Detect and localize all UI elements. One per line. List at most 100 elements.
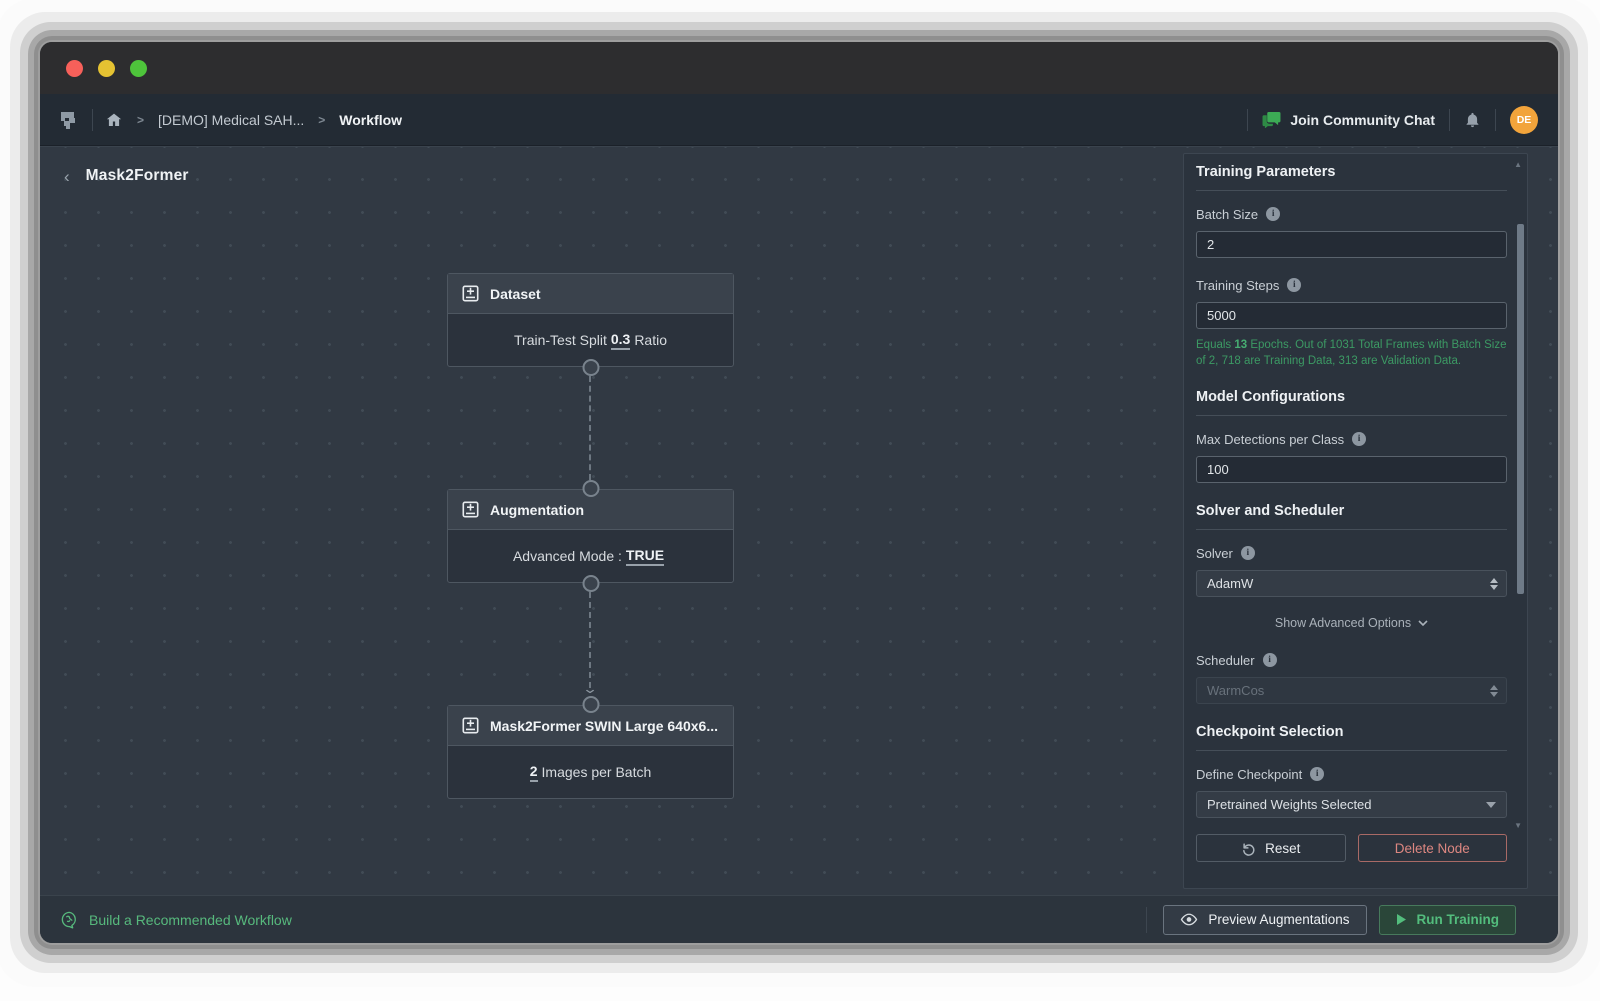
- minimize-window-button[interactable]: [98, 59, 115, 77]
- reset-undo-icon: [1243, 842, 1255, 856]
- node-output-port[interactable]: [582, 575, 599, 592]
- nav-divider: [1247, 108, 1249, 131]
- node-library-add-icon: [462, 717, 479, 734]
- build-recommended-workflow-button[interactable]: Build a Recommended Workflow: [60, 910, 1146, 929]
- preview-augmentations-button[interactable]: Preview Augmentations: [1163, 904, 1367, 935]
- dataset-node-header: Dataset: [448, 274, 733, 314]
- panel-scrollbar[interactable]: [1517, 224, 1524, 594]
- node-output-port[interactable]: [582, 359, 599, 376]
- info-icon[interactable]: i: [1240, 546, 1255, 560]
- nav-divider: [1449, 108, 1450, 131]
- node-input-port[interactable]: [582, 696, 599, 713]
- home-icon[interactable]: [105, 111, 123, 129]
- node-library-add-icon: [462, 285, 479, 302]
- section-heading-solver-scheduler: Solver and Scheduler: [1196, 503, 1345, 519]
- max-detections-label: Max Detections per Class: [1196, 431, 1345, 447]
- batch-size-label: Batch Size: [1196, 206, 1259, 222]
- scroll-down-icon[interactable]: ▼: [1514, 821, 1522, 830]
- play-icon: [1396, 914, 1406, 925]
- solver-selected-value: AdamW: [1207, 576, 1254, 591]
- define-checkpoint-select[interactable]: Pretrained Weights Selected: [1196, 791, 1507, 818]
- edge-augmentation-model: [589, 592, 591, 688]
- training-steps-label: Training Steps: [1196, 277, 1280, 293]
- scroll-up-icon[interactable]: ▲: [1514, 160, 1522, 169]
- solver-select[interactable]: AdamW: [1196, 570, 1507, 597]
- panel-actions-row: Reset Delete Node: [1196, 834, 1507, 862]
- delete-node-label: Delete Node: [1394, 840, 1470, 856]
- section-divider: [1196, 190, 1507, 191]
- scheduler-selected-value: WarmCos: [1207, 683, 1265, 698]
- zoom-window-button[interactable]: [130, 59, 147, 77]
- chevron-down-icon: [1418, 620, 1428, 626]
- solver-label: Solver: [1196, 545, 1233, 561]
- reset-button[interactable]: Reset: [1196, 834, 1346, 862]
- section-divider: [1196, 529, 1507, 530]
- preview-augmentations-label: Preview Augmentations: [1208, 912, 1350, 927]
- augmentation-node[interactable]: Augmentation Advanced Mode : TRUE: [447, 480, 734, 592]
- run-training-button[interactable]: Run Training: [1378, 904, 1516, 935]
- top-navbar: > [DEMO] Medical SAH... > Workflow Join …: [40, 94, 1558, 146]
- solver-label-row: Solver i: [1196, 544, 1507, 562]
- node-title: Dataset: [490, 285, 541, 302]
- show-advanced-label: Show Advanced Options: [1274, 616, 1412, 630]
- breadcrumb-separator: >: [137, 112, 145, 127]
- section-divider: [1196, 750, 1507, 751]
- reset-button-label: Reset: [1265, 840, 1301, 856]
- close-window-button[interactable]: [66, 59, 83, 77]
- info-icon[interactable]: i: [1266, 207, 1281, 221]
- dataset-node[interactable]: Dataset Train-Test Split 0.3 Ratio: [447, 273, 734, 376]
- show-advanced-options-toggle[interactable]: Show Advanced Options: [1196, 615, 1507, 631]
- max-detections-input[interactable]: [1196, 456, 1507, 483]
- section-heading-training-parameters: Training Parameters: [1196, 164, 1336, 180]
- footer-bar: Build a Recommended Workflow Preview Aug…: [40, 895, 1558, 943]
- nav-right: Join Community Chat DE: [1247, 105, 1538, 134]
- training-steps-label-row: Training Steps i: [1196, 276, 1507, 294]
- workflow-title: Mask2Former: [85, 167, 189, 184]
- info-icon[interactable]: i: [1287, 278, 1302, 292]
- info-icon[interactable]: i: [1310, 767, 1325, 781]
- app-window: > [DEMO] Medical SAH... > Workflow Join …: [40, 42, 1558, 943]
- select-updown-icon: [1490, 577, 1498, 590]
- scheduler-select: WarmCos: [1196, 677, 1507, 704]
- caret-down-icon: [1486, 801, 1496, 808]
- select-updown-icon: [1490, 684, 1498, 697]
- info-icon[interactable]: i: [1352, 432, 1367, 446]
- section-divider: [1196, 415, 1507, 416]
- training-parameters-panel: Training Parameters Batch Size i Trainin…: [1183, 153, 1528, 889]
- node-summary-value: 0.3: [610, 331, 631, 350]
- scheduler-label-row: Scheduler i: [1196, 651, 1507, 669]
- section-heading-checkpoint-selection: Checkpoint Selection: [1196, 724, 1344, 740]
- node-input-port[interactable]: [582, 480, 599, 497]
- chat-bubbles-icon: [1262, 111, 1281, 128]
- join-chat-label: Join Community Chat: [1290, 111, 1435, 128]
- breadcrumb-separator: >: [318, 112, 326, 127]
- training-steps-input[interactable]: [1196, 302, 1507, 329]
- brain-icon: [61, 911, 76, 929]
- info-icon[interactable]: i: [1262, 653, 1277, 667]
- node-summary: 2 Images per Batch: [448, 746, 733, 798]
- delete-node-button[interactable]: Delete Node: [1357, 834, 1507, 862]
- join-community-chat-button[interactable]: Join Community Chat: [1262, 111, 1435, 128]
- footer-divider: [1146, 906, 1148, 933]
- node-summary: Train-Test Split 0.3 Ratio: [448, 314, 733, 366]
- node-title: Augmentation: [490, 501, 585, 518]
- run-training-label: Run Training: [1416, 912, 1500, 927]
- node-summary-text: Ratio: [634, 332, 667, 348]
- back-chevron-icon[interactable]: ‹: [64, 166, 70, 186]
- node-summary-value: 2: [529, 763, 538, 782]
- eye-icon: [1181, 913, 1198, 926]
- model-node[interactable]: Mask2Former SWIN Large 640x6... 2 Images…: [447, 696, 734, 799]
- node-summary-value: TRUE: [625, 547, 665, 566]
- edge-arrowhead-icon: ⌄: [581, 681, 599, 696]
- user-avatar[interactable]: DE: [1510, 105, 1538, 134]
- app-logo-icon[interactable]: [56, 108, 80, 132]
- helper-text-pre: Equals: [1196, 339, 1235, 351]
- workflow-canvas[interactable]: ‹ Mask2Former Dataset: [40, 146, 1558, 895]
- window-titlebar: [40, 42, 1558, 94]
- define-checkpoint-label: Define Checkpoint: [1196, 766, 1303, 782]
- node-summary-text: Advanced Mode :: [512, 548, 622, 564]
- batch-size-input[interactable]: [1196, 231, 1507, 258]
- breadcrumb-project[interactable]: [DEMO] Medical SAH...: [158, 111, 305, 128]
- scheduler-label: Scheduler: [1196, 652, 1255, 668]
- notifications-bell-icon[interactable]: [1464, 111, 1481, 129]
